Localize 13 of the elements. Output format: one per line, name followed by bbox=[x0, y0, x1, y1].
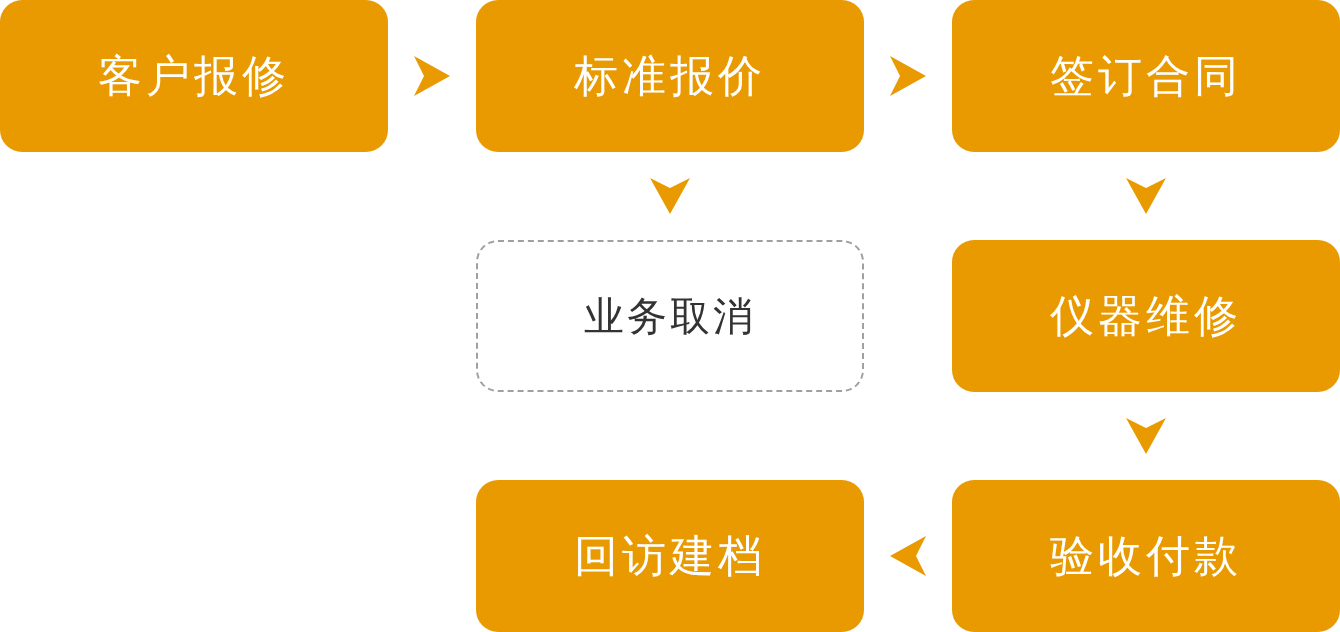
process-box: 仪器维修 bbox=[952, 240, 1340, 392]
chevron-arrow bbox=[890, 536, 926, 576]
process-box: 签订合同 bbox=[952, 0, 1340, 152]
process-box: 验收付款 bbox=[952, 480, 1340, 632]
chevron-arrow bbox=[890, 56, 926, 96]
process-box: 回访建档 bbox=[476, 480, 864, 632]
chevron-arrow bbox=[1126, 418, 1166, 454]
process-box: 客户报修 bbox=[0, 0, 388, 152]
dashed-box: 业务取消 bbox=[476, 240, 864, 392]
chevron-arrow bbox=[650, 178, 690, 214]
process-box: 标准报价 bbox=[476, 0, 864, 152]
chevron-arrow bbox=[1126, 178, 1166, 214]
chevron-arrow bbox=[414, 56, 450, 96]
